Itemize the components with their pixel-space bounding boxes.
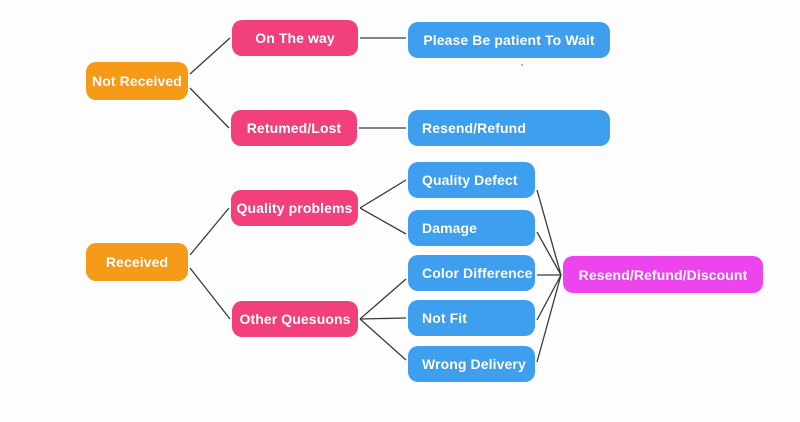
edge-not-received-to-returned-lost	[189, 87, 230, 129]
edge-not-fit-to-resend-refund-discount	[536, 274, 562, 321]
edge-received-to-quality-problems	[189, 207, 230, 256]
node-resend-refund[interactable]: Resend/Refund	[408, 110, 610, 146]
node-label: Wrong Delivery	[422, 356, 526, 372]
node-label: Retumed/Lost	[246, 120, 342, 136]
node-label: Damage	[422, 220, 478, 236]
edge-other-questions-to-not-fit	[359, 317, 407, 320]
edge-damage-to-resend-refund-discount	[536, 231, 562, 276]
node-resend-refund-discount[interactable]: Resend/Refund/Discount	[563, 256, 763, 293]
node-label: Not Fit	[422, 310, 468, 326]
edge-other-questions-to-color-difference	[359, 278, 407, 320]
node-label: Please Be patient To Wait	[423, 32, 595, 48]
node-label: Other Quesuons	[239, 311, 351, 327]
edge-quality-problems-to-quality-defect	[359, 179, 407, 209]
edge-quality-problems-to-damage	[359, 207, 407, 235]
node-label: Quality Defect	[422, 172, 518, 188]
node-label: Not Received	[92, 73, 182, 89]
artifact-speck-0	[521, 64, 523, 66]
node-on-the-way[interactable]: On The way	[232, 20, 358, 56]
edge-not-received-to-on-the-way	[189, 37, 231, 75]
node-quality-problems[interactable]: Quality problems	[231, 190, 358, 226]
edge-received-to-other-questions	[189, 267, 231, 320]
node-label: Received	[105, 254, 169, 270]
node-other-questions[interactable]: Other Quesuons	[232, 301, 358, 337]
node-received[interactable]: Received	[86, 243, 188, 281]
node-label: On The way	[255, 30, 335, 46]
node-wrong-delivery[interactable]: Wrong Delivery	[408, 346, 535, 382]
node-returned-lost[interactable]: Retumed/Lost	[231, 110, 357, 146]
node-label: Resend/Refund	[422, 120, 526, 136]
node-damage[interactable]: Damage	[408, 210, 535, 246]
node-not-received[interactable]: Not Received	[86, 62, 188, 100]
node-label: Resend/Refund/Discount	[578, 266, 748, 283]
node-not-fit[interactable]: Not Fit	[408, 300, 535, 336]
node-please-wait[interactable]: Please Be patient To Wait	[408, 22, 610, 58]
edge-other-questions-to-wrong-delivery	[359, 318, 407, 361]
node-quality-defect[interactable]: Quality Defect	[408, 162, 535, 198]
node-color-difference[interactable]: Color Difference	[408, 255, 535, 291]
edge-wrong-delivery-to-resend-refund-discount	[536, 274, 562, 363]
node-label: Color Difference	[422, 265, 533, 281]
edge-quality-defect-to-resend-refund-discount	[536, 189, 562, 276]
node-label: Quality problems	[236, 200, 353, 216]
